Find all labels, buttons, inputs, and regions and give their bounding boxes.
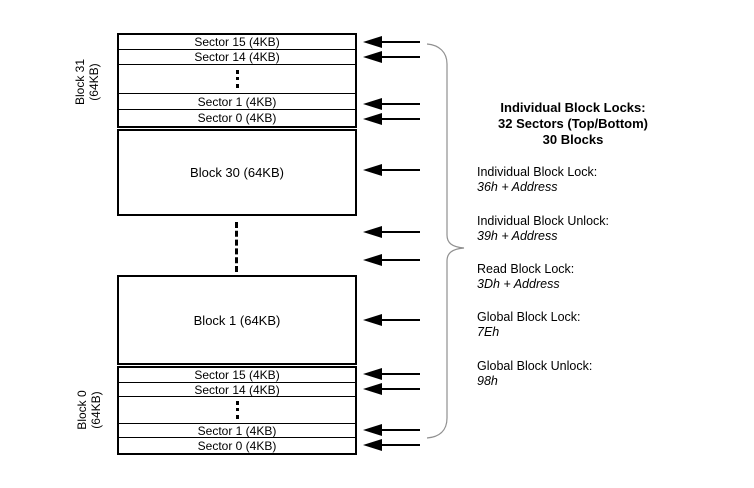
command-entry: Global Block Unlock: 98h xyxy=(477,359,592,389)
arrow-head xyxy=(363,424,382,436)
left-arrow-icon xyxy=(363,98,420,110)
arrow-head xyxy=(363,383,382,395)
block0-sector-rows: Sector 15 (4KB) Sector 14 (4KB) Sector 1… xyxy=(119,368,355,453)
block30-label: Block 30 (64KB) xyxy=(190,165,284,180)
command-label: Global Block Unlock: xyxy=(477,359,593,373)
block31-size: (64KB) xyxy=(87,63,101,101)
legend-heading-line: 30 Blocks xyxy=(542,132,604,147)
left-arrow-icon xyxy=(363,113,420,125)
arrow-head xyxy=(363,36,382,48)
left-arrow-icon xyxy=(363,314,420,326)
sector-ellipsis xyxy=(119,397,355,424)
arrow-head xyxy=(363,164,382,176)
arrow-line xyxy=(382,388,420,390)
command-entry: Read Block Lock: 3Dh + Address xyxy=(477,262,574,292)
command-code: 3Dh + Address xyxy=(477,277,560,291)
arrow-head xyxy=(363,226,382,238)
sector-ellipsis xyxy=(119,65,355,94)
left-arrow-icon xyxy=(363,51,420,63)
block31-name: Block 31 xyxy=(73,58,87,106)
arrow-head xyxy=(363,368,382,380)
left-arrow-icon xyxy=(363,226,420,238)
command-label: Read Block Lock: xyxy=(477,262,575,276)
legend-heading-line: 32 Sectors (Top/Bottom) xyxy=(498,116,648,131)
command-code: 7Eh xyxy=(477,325,500,339)
block31-sector-box: Sector 15 (4KB) Sector 14 (4KB) Sector 1… xyxy=(117,33,357,128)
command-label: Individual Block Lock: xyxy=(477,165,598,179)
left-arrow-icon xyxy=(363,254,420,266)
sector-row: Sector 0 (4KB) xyxy=(197,111,277,125)
arrow-line xyxy=(382,319,420,321)
command-entry: Individual Block Unlock: 39h + Address xyxy=(477,214,609,244)
curly-brace-icon xyxy=(426,43,465,439)
command-code: 39h + Address xyxy=(477,229,558,243)
left-arrow-icon xyxy=(363,439,420,451)
arrow-line xyxy=(382,103,420,105)
command-label: Global Block Lock: xyxy=(477,310,581,324)
arrow-head xyxy=(363,98,382,110)
block1-box: Block 1 (64KB) xyxy=(117,275,357,365)
arrow-line xyxy=(382,169,420,171)
sector-row: Sector 14 (4KB) xyxy=(119,50,355,65)
left-arrow-icon xyxy=(363,164,420,176)
left-arrow-icon xyxy=(363,383,420,395)
block1-label: Block 1 (64KB) xyxy=(193,312,281,328)
block31-sector-rows: Sector 15 (4KB) Sector 14 (4KB) Sector 1… xyxy=(119,35,355,126)
arrow-head xyxy=(363,254,382,266)
block0-sector-box: Sector 15 (4KB) Sector 14 (4KB) Sector 1… xyxy=(117,366,357,455)
arrow-line xyxy=(382,41,420,43)
sector-row: Sector 15 (4KB) xyxy=(119,368,355,383)
arrow-line xyxy=(382,444,420,446)
left-arrow-icon xyxy=(363,368,420,380)
left-arrow-icon xyxy=(363,36,420,48)
arrow-line xyxy=(382,56,420,58)
command-code: 36h + Address xyxy=(477,180,558,194)
vertical-dots-icon xyxy=(235,401,239,419)
block0-side-label: Block 0 (64KB) xyxy=(44,365,134,455)
arrow-line xyxy=(382,259,420,261)
command-code: 98h xyxy=(477,374,498,388)
arrow-line xyxy=(382,373,420,375)
arrow-head xyxy=(363,314,382,326)
vertical-dots-icon xyxy=(235,70,239,88)
command-entry: Individual Block Lock: 36h + Address xyxy=(477,165,597,195)
arrow-line xyxy=(382,118,420,120)
legend-heading: Individual Block Locks: 32 Sectors (Top/… xyxy=(468,100,678,148)
sector-row: Sector 1 (4KB) xyxy=(119,94,355,110)
command-entry: Global Block Lock: 7Eh xyxy=(477,310,581,340)
omitted-blocks-dashed-line xyxy=(235,222,238,272)
command-label: Individual Block Unlock: xyxy=(477,214,610,228)
left-arrow-icon xyxy=(363,424,420,436)
arrow-head xyxy=(363,113,382,125)
sector-row: Sector 14 (4KB) xyxy=(119,383,355,397)
sector-row: Sector 0 (4KB) xyxy=(197,438,277,453)
block30-box: Block 30 (64KB) xyxy=(117,129,357,216)
arrow-head xyxy=(363,51,382,63)
arrow-head xyxy=(363,439,382,451)
arrow-line xyxy=(382,231,420,233)
sector-row: Sector 15 (4KB) xyxy=(119,35,355,50)
block0-name: Block 0 xyxy=(75,390,89,430)
legend-heading-line: Individual Block Locks: xyxy=(500,100,646,115)
arrow-line xyxy=(382,429,420,431)
block0-size: (64KB) xyxy=(89,391,103,429)
sector-row: Sector 1 (4KB) xyxy=(119,424,355,438)
